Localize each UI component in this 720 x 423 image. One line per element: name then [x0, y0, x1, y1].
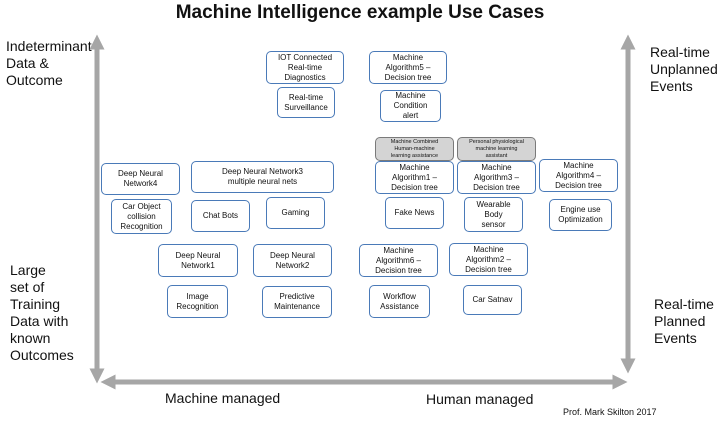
x-axis-right-label: Human managed: [426, 391, 534, 407]
box-image-recognition: Image Recognition: [167, 285, 228, 318]
box-iot-diagnostics: IOT Connected Real-time Diagnostics: [266, 51, 344, 84]
box-dnn2: Deep Neural Network2: [253, 244, 332, 277]
box-combined-learning: Machine Combined Human-machine learning …: [375, 137, 454, 161]
box-algorithm4: Machine Algorithm4 – Decision tree: [539, 159, 618, 192]
box-surveillance: Real-time Surveillance: [277, 87, 335, 118]
box-condition-alert: Machine Condition alert: [380, 90, 441, 122]
box-algorithm6: Machine Algorithm6 – Decision tree: [359, 244, 438, 277]
diagram-title: Machine Intelligence example Use Cases: [175, 2, 545, 23]
box-car-collision: Car Object collision Recognition: [111, 199, 172, 234]
left-top-label: Indeterminant Data & Outcome: [6, 38, 92, 88]
right-top-label: Real-time Unplanned Events: [650, 44, 718, 94]
box-wearable-sensor: Wearable Body sensor: [464, 197, 523, 232]
box-chat-bots: Chat Bots: [191, 200, 250, 232]
box-algorithm2: Machine Algorithm2 – Decision tree: [449, 243, 528, 276]
credit: Prof. Mark Skilton 2017: [563, 407, 657, 417]
left-bottom-label: Large set of Training Data with known Ou…: [10, 262, 74, 363]
box-predictive-maintenance: Predictive Maintenance: [262, 286, 332, 318]
right-bottom-label: Real-time Planned Events: [654, 296, 714, 346]
box-personal-assistant: Personal physiological machine learning …: [457, 137, 536, 161]
x-axis-left-label: Machine managed: [165, 390, 281, 406]
box-fake-news: Fake News: [385, 197, 444, 229]
box-car-satnav: Car Satnav: [463, 285, 522, 315]
box-engine-optimization: Engine use Optimization: [549, 199, 612, 231]
box-gaming: Gaming: [266, 197, 325, 229]
box-workflow-assistance: Workflow Assistance: [369, 285, 430, 318]
box-dnn4: Deep Neural Network4: [101, 163, 180, 195]
box-dnn3: Deep Neural Network3 multiple neural net…: [191, 161, 334, 193]
box-algorithm5: Machine Algorithm5 – Decision tree: [369, 51, 447, 84]
box-dnn1: Deep Neural Network1: [158, 244, 238, 277]
box-algorithm1: Machine Algorithm1 – Decision tree: [375, 161, 454, 194]
box-algorithm3: Machine Algorithm3 – Decision tree: [457, 161, 536, 194]
